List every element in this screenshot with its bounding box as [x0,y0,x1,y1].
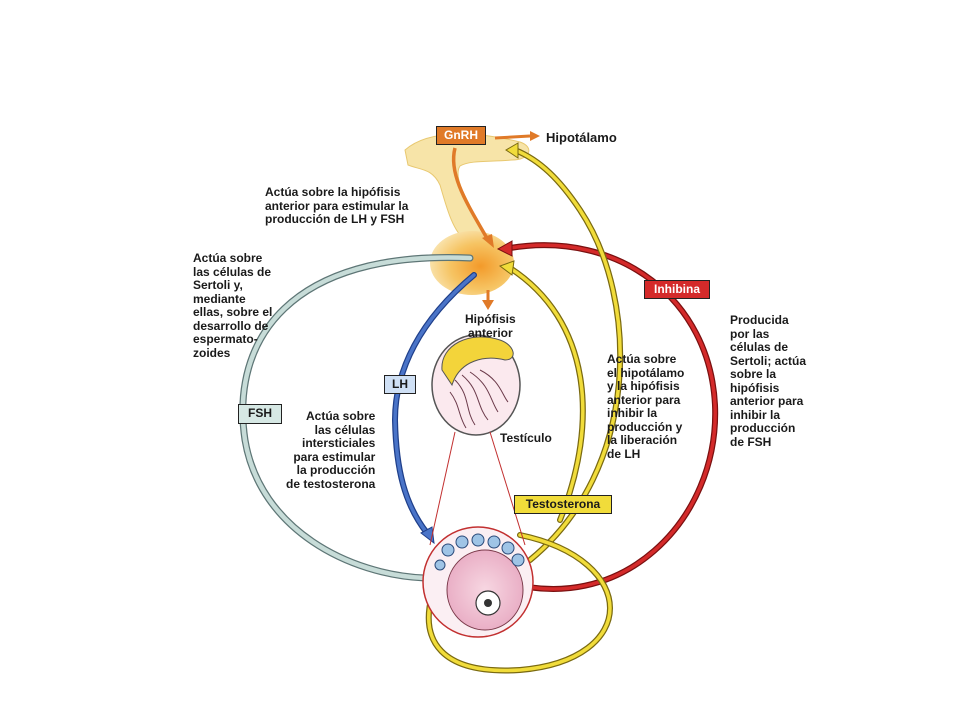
fsh-action-text: Actúa sobre las células de Sertoli y, me… [193,251,273,360]
hipofisis-text: Hipófisis anterior [465,312,516,340]
inhibina-action-text: Producida por las células de Sertoli; ac… [730,313,807,449]
gnrh-arrow-pituitary [451,147,490,241]
lh-action-text: Actúa sobre las células intersticiales p… [286,409,376,491]
tubule-zoom [422,526,534,638]
anterior-pituitary [430,231,514,295]
testiculo-text: Testículo [500,431,552,445]
fsh-label: FSH [238,404,282,424]
lh-label: LH [384,375,416,394]
gnrh-arrow-hypothalamus [494,134,531,140]
inhibina-label: Inhibina [644,280,710,299]
hipotalamo-text: Hipotálamo [546,130,617,145]
gnrh-action-text: Actúa sobre la hipófisis anterior para e… [265,185,409,226]
testosterona-action-text: Actúa sobre el hipotálamo y la hipófisis… [607,352,685,461]
testis-illustration [431,334,521,436]
testosterona-label: Testosterona [514,495,612,514]
gnrh-label: GnRH [436,126,486,145]
